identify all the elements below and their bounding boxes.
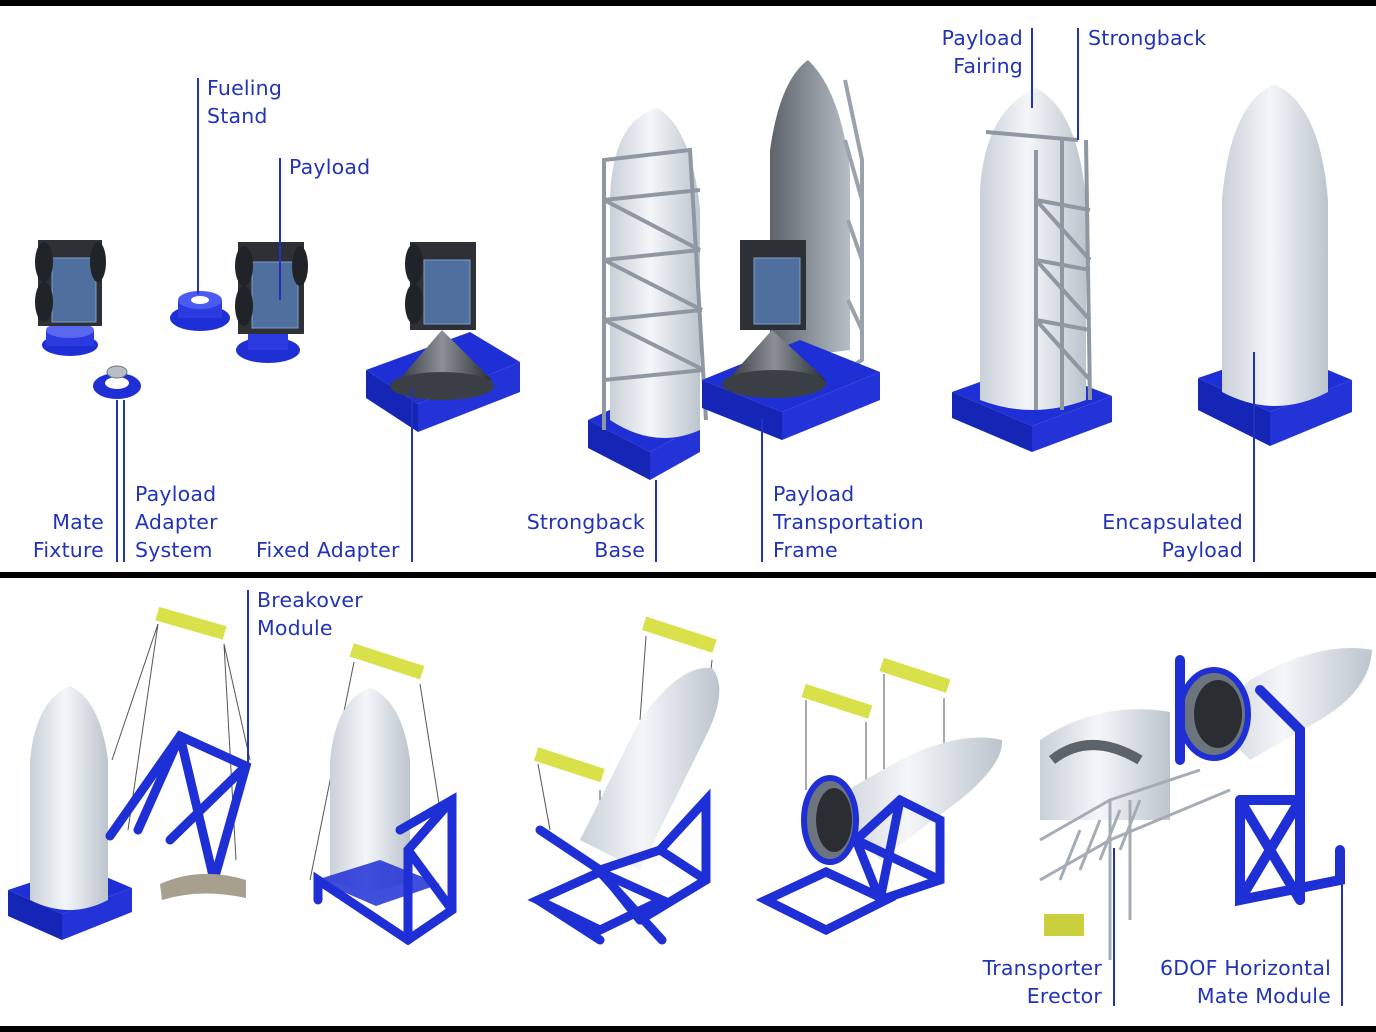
breakover-stage-1 — [8, 606, 252, 940]
label-fueling-stand: Fueling Stand — [207, 76, 283, 128]
label-6dof-horizontal-mate-module: 6DOF Horizontal Mate Module — [1160, 956, 1331, 1008]
label-transporter-erector: Transporter Erector — [982, 956, 1102, 1008]
label-payload-adapter-system: Payload Adapter System — [135, 482, 218, 562]
breakover-stage-4 — [755, 657, 1003, 936]
payload-adapter-ring — [93, 365, 141, 399]
transporter-erector-mating — [1039, 648, 1372, 960]
panel-divider — [0, 572, 1376, 578]
label-strongback: Strongback — [1088, 26, 1207, 50]
label-payload-fairing: Payload Fairing — [941, 26, 1023, 78]
fairing-on-strongback — [588, 108, 708, 480]
top-border — [0, 0, 1376, 6]
label-payload-transportation-frame: Payload Transportation Frame — [773, 482, 924, 562]
payload-satellite — [235, 242, 308, 363]
top-leader-lines — [116, 28, 1255, 562]
payload-fairing-strongback — [952, 88, 1112, 452]
label-encapsulated-payload: Encapsulated Payload — [1102, 510, 1243, 562]
breakover-stage-3 — [527, 616, 720, 945]
label-mate-fixture: Mate Fixture — [32, 510, 104, 562]
fueling-stand — [170, 291, 230, 331]
bottom-border — [0, 1026, 1376, 1032]
label-fixed-adapter: Fixed Adapter — [256, 538, 400, 562]
label-breakover-module: Breakover Module — [257, 588, 363, 640]
encapsulated-payload — [1198, 84, 1352, 446]
payload-transportation-frame — [702, 60, 880, 440]
label-strongback-base: Strongback Base — [526, 510, 645, 562]
satellite-on-mate-fixture — [35, 240, 106, 356]
bottom-leader-lines — [247, 590, 1343, 1006]
label-payload: Payload — [289, 155, 371, 179]
breakover-stage-2 — [309, 643, 457, 946]
satellite-on-fixed-adapter — [366, 213, 520, 432]
